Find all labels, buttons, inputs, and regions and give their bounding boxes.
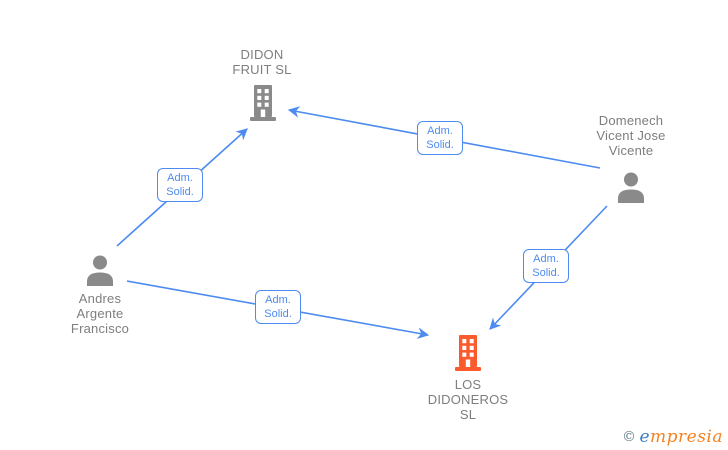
edge-label-line: Adm. [533,253,559,265]
node-label-los-didoneros: LOS DIDONEROS SL [427,377,509,422]
edge-label-adm-solid: Adm. Solid. [255,290,301,324]
node-label-andres: Andres Argente Francisco [70,291,130,336]
person-icon[interactable] [613,170,649,206]
edge-label-line: Adm. [265,294,291,306]
building-icon[interactable] [448,333,488,373]
copyright-icon: © [621,429,637,445]
person-icon[interactable] [82,253,118,289]
edge-label-line: Adm. [427,125,453,137]
edge-label-line: Solid. [166,186,194,198]
edge-label-adm-solid: Adm. Solid. [417,121,463,155]
edge-label-line: Solid. [532,267,560,279]
edge-label-line: Adm. [167,172,193,184]
edge-label-adm-solid: Adm. Solid. [523,249,569,283]
node-label-domenech: Domenech Vicent Jose Vicente [596,113,666,158]
edge-label-line: Solid. [426,139,454,151]
building-icon[interactable] [243,83,283,123]
edge-label-adm-solid: Adm. Solid. [157,168,203,202]
empresia-watermark: ©empresia [621,427,723,447]
node-label-didon-fruit: DIDON FRUIT SL [232,47,292,77]
edge-label-line: Solid. [264,308,292,320]
